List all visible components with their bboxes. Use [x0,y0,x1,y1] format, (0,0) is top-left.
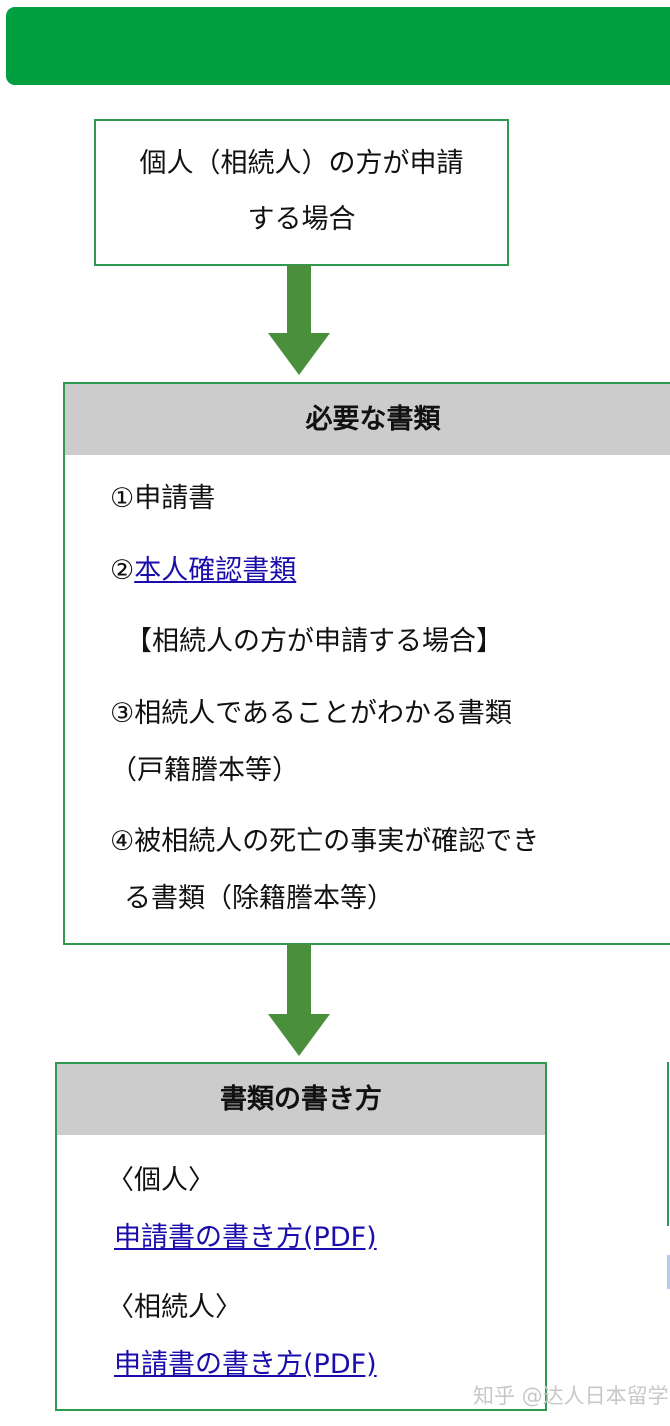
doc-item-heir-proof-line1: ③相続人であることがわかる書類 [110,698,512,729]
heir-label: 〈相続人〉 [107,1292,242,1323]
down-arrow-icon [268,944,330,1056]
how-to-write-box: 書類の書き方 〈個人〉 申請書の書き方(PDF) 〈相続人〉 申請書の書き方(P… [55,1062,547,1411]
adjacent-link-fragment [667,1255,670,1289]
doc-item-application: ①申請書 [110,483,216,514]
down-arrow-icon [268,265,330,375]
required-documents-box: 必要な書類 ①申請書 ②本人確認書類 【相続人の方が申請する場合】 ③相続人であ… [63,382,670,945]
individual-guide-pdf-link[interactable]: 申請書の書き方(PDF) [114,1222,377,1253]
doc-item-death-proof-line2: る書類（除籍謄本等） [124,883,394,914]
doc-item-death-proof: ④被相続人の死亡の事実が確認でき る書類（除籍謄本等） [110,813,539,927]
doc-item-heir-proof-line2: （戸籍謄本等） [110,755,299,786]
adjacent-box-edge [667,1062,669,1226]
individual-label: 〈個人〉 [107,1165,215,1196]
applicant-type-box: 個人（相続人）の方が申請 する場合 [94,119,509,266]
applicant-type-line2: する場合 [247,204,356,235]
header-banner [6,7,670,85]
heir-note: 【相続人の方が申請する場合】 [125,626,503,657]
watermark: 知乎 @达人日本留学 [473,1384,669,1408]
heir-guide-pdf-link[interactable]: 申請書の書き方(PDF) [114,1349,377,1380]
doc-item-number: ② [110,555,135,586]
doc-item-identity: ②本人確認書類 [110,542,296,599]
doc-item-death-proof-line1: ④被相続人の死亡の事実が確認でき [110,826,540,857]
identity-documents-link[interactable]: 本人確認書類 [134,555,297,586]
doc-item-heir-proof: ③相続人であることがわかる書類 （戸籍謄本等） [110,685,512,799]
applicant-type-line1: 個人（相続人）の方が申請 [139,148,464,179]
required-documents-title: 必要な書類 [65,384,670,455]
how-to-write-title: 書類の書き方 [57,1064,545,1135]
